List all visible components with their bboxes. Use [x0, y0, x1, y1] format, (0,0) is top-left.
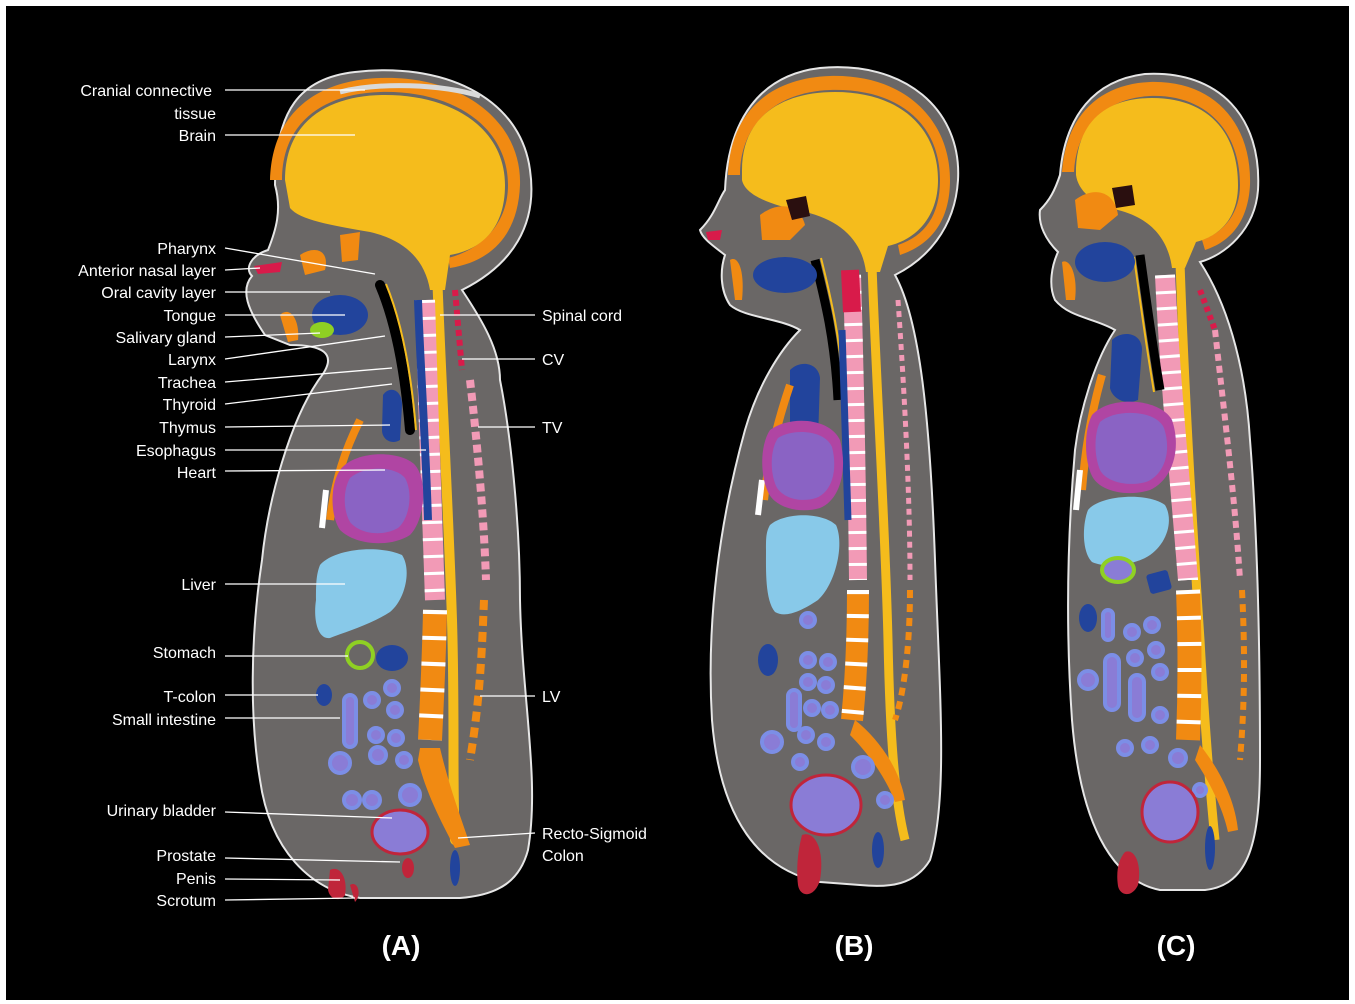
- urinary-bladder-organ: [1142, 782, 1198, 842]
- label-spinal-cord: Spinal cord: [542, 308, 622, 325]
- label-cv: CV: [542, 352, 565, 369]
- label-tongue: Tongue: [164, 308, 217, 325]
- salivary-gland: [310, 322, 334, 338]
- urinary-bladder-organ: [791, 775, 861, 835]
- thymus-organ: [382, 390, 402, 442]
- vertebral-bodies: [852, 275, 858, 580]
- t-colon-organ: [1079, 604, 1097, 632]
- label-thymus: Thymus: [159, 420, 216, 437]
- lumbar-bodies: [430, 610, 435, 740]
- stomach-organ: [1102, 558, 1134, 582]
- label-prostate: Prostate: [156, 848, 216, 865]
- caption-c: (C): [1157, 930, 1196, 961]
- label-scrotum: Scrotum: [156, 893, 216, 910]
- label-brain: Brain: [179, 128, 216, 145]
- label-oral-cavity-layer: Oral cavity layer: [101, 285, 216, 302]
- label-stomach: Stomach: [153, 645, 216, 662]
- label-pharynx: Pharynx: [157, 241, 216, 258]
- lumbar-bodies: [1188, 590, 1190, 740]
- colon-segment: [376, 645, 408, 671]
- tongue-organ: [1075, 242, 1135, 282]
- label-penis: Penis: [176, 871, 216, 888]
- label-cranial-connective-tissue: Cranial connective: [80, 83, 212, 100]
- sternum-cartilage: [1076, 470, 1080, 510]
- label-larynx: Larynx: [168, 352, 216, 369]
- sternum-cartilage: [758, 480, 762, 515]
- caption-a: (A): [382, 930, 421, 961]
- label-lv: LV: [542, 689, 561, 706]
- label-cranial-connective-tissue-2: tissue: [174, 106, 216, 123]
- label-urinary-bladder: Urinary bladder: [107, 803, 217, 820]
- label-tv: TV: [542, 420, 563, 437]
- caption-b: (B): [835, 930, 874, 961]
- tongue-organ: [753, 257, 817, 293]
- label-recto-sigmoid: Recto-Sigmoid: [542, 826, 647, 843]
- label-trachea: Trachea: [158, 375, 216, 392]
- label-anterior-nasal-layer: Anterior nasal layer: [78, 263, 217, 280]
- heart-chamber: [772, 432, 835, 500]
- lumbar-bodies: [852, 590, 858, 720]
- phantom-panel-a: [246, 70, 532, 902]
- label-colon: Colon: [542, 848, 584, 865]
- label-thyroid: Thyroid: [163, 397, 216, 414]
- heart-chamber: [1096, 413, 1168, 484]
- t-colon-organ: [316, 684, 332, 706]
- prostate-organ: [402, 858, 414, 878]
- sternum-cartilage: [322, 490, 326, 528]
- cervical-vertebrae: [850, 270, 852, 312]
- urinary-bladder-organ: [372, 810, 428, 854]
- recto-sigmoid: [1205, 826, 1215, 870]
- recto-sigmoid: [450, 850, 460, 886]
- thymus-organ: [1110, 334, 1142, 402]
- label-heart: Heart: [177, 465, 217, 482]
- t-colon-organ: [758, 644, 778, 676]
- label-esophagus: Esophagus: [136, 443, 216, 460]
- sinus: [1112, 185, 1135, 208]
- heart-chamber: [345, 469, 410, 534]
- label-t-colon: T-colon: [164, 689, 216, 706]
- recto-sigmoid: [872, 832, 884, 868]
- label-salivary-gland: Salivary gland: [116, 330, 217, 347]
- label-small-intestine: Small intestine: [112, 712, 216, 729]
- label-liver: Liver: [181, 577, 216, 594]
- phantom-panel-b: [700, 67, 958, 894]
